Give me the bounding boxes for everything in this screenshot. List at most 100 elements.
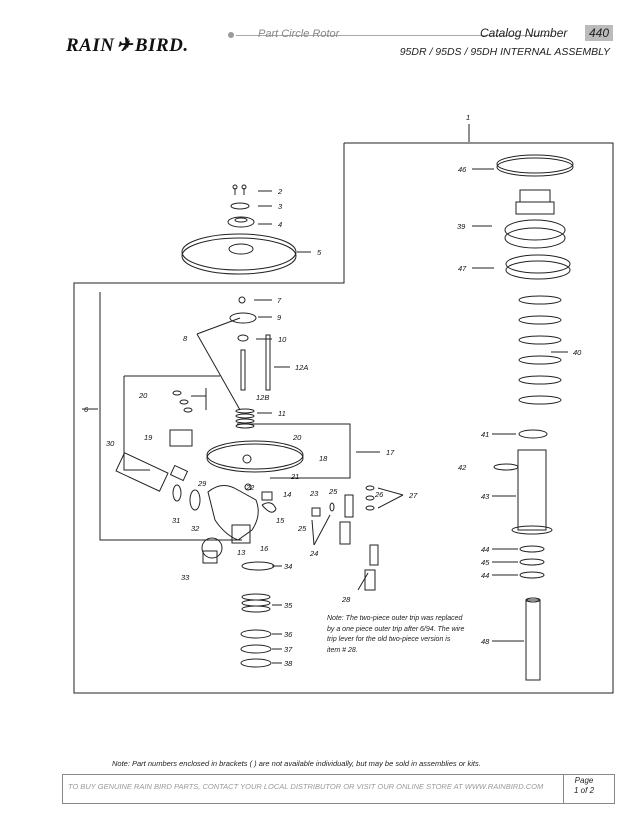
page-value: 1 of 2	[574, 786, 595, 795]
label-7: 7	[277, 296, 282, 305]
bird-icon: ✈	[116, 35, 133, 56]
label-30: 30	[106, 439, 115, 448]
footer-box	[62, 774, 615, 804]
part-11-spring	[235, 408, 255, 429]
label-12a: 12A	[295, 363, 308, 372]
label-18: 18	[319, 454, 328, 463]
label-28: 28	[341, 595, 351, 604]
label-33: 33	[181, 573, 190, 582]
part-29	[169, 464, 189, 482]
part-23	[311, 507, 321, 517]
footer-store-link-text[interactable]: TO BUY GENUINE RAIN BIRD PARTS, CONTACT …	[68, 782, 544, 791]
label-11: 11	[278, 409, 286, 418]
frame-item-17	[123, 376, 150, 471]
label-24: 24	[309, 549, 318, 558]
part-32	[189, 489, 201, 511]
page-label: Page	[574, 776, 594, 785]
part-3	[230, 202, 250, 210]
label-25a: 25	[328, 487, 338, 496]
part-48-stem	[525, 599, 541, 681]
part-41	[518, 429, 548, 439]
part-19	[169, 429, 193, 447]
rain-bird-logo: RAIN✈BIRD.	[66, 34, 189, 57]
part-40-spring	[518, 295, 562, 405]
label-31: 31	[172, 516, 180, 525]
part-35-spring	[241, 593, 271, 613]
label-10: 10	[278, 335, 287, 344]
label-39: 39	[457, 222, 466, 231]
part-30-nozzle	[115, 452, 169, 492]
part-33-filter	[201, 537, 223, 559]
part-26-trip	[339, 494, 354, 545]
logo-right-text: BIRD.	[134, 35, 189, 56]
part-10	[237, 334, 249, 342]
label-17: 17	[386, 448, 395, 457]
label-46: 46	[458, 165, 467, 174]
label-27: 27	[408, 491, 418, 500]
label-47: 47	[458, 264, 467, 273]
label-45: 45	[481, 558, 490, 567]
product-type: Part Circle Rotor	[258, 28, 340, 40]
label-40: 40	[573, 348, 582, 357]
label-8: 8	[183, 334, 188, 343]
page-indicator: Page 1 of 2	[574, 776, 594, 796]
label-38: 38	[284, 659, 293, 668]
part-12b-rod	[240, 349, 246, 391]
label-6: 6	[84, 405, 89, 414]
footer-divider	[563, 774, 564, 804]
part-38	[240, 658, 272, 668]
label-14: 14	[283, 490, 291, 499]
label-23: 23	[309, 489, 319, 498]
label-2: 2	[277, 187, 283, 196]
label-41: 41	[481, 430, 489, 439]
part-25a	[329, 502, 335, 512]
label-34: 34	[284, 562, 292, 571]
part-36	[240, 629, 272, 639]
label-44b: 44	[481, 571, 489, 580]
label-1: 1	[466, 113, 470, 122]
part-44a	[519, 545, 545, 553]
label-32: 32	[191, 524, 200, 533]
part-45	[519, 558, 545, 566]
label-3: 3	[278, 202, 283, 211]
part-42	[493, 463, 519, 471]
part-31	[172, 484, 182, 502]
part-34	[241, 561, 275, 571]
part-28-lever	[369, 544, 379, 566]
label-22: 22	[245, 483, 255, 492]
part-15	[261, 502, 277, 513]
part-18-plate	[206, 443, 304, 473]
part-43-tube	[517, 449, 547, 531]
label-21: 21	[290, 472, 299, 481]
assembly-title: 95DR / 95DS / 95DH INTERNAL ASSEMBLY	[399, 46, 610, 58]
frame-item-1	[73, 142, 614, 694]
part-44b	[519, 571, 545, 579]
label-26: 26	[374, 490, 384, 499]
part-4	[227, 216, 255, 228]
label-25b: 25	[297, 524, 307, 533]
revision-note: Note: The two-piece outer trip was repla…	[327, 615, 465, 654]
label-16: 16	[260, 544, 269, 553]
label-5: 5	[317, 248, 322, 257]
label-29: 29	[197, 479, 207, 488]
catalog-label: Catalog Number	[480, 26, 568, 40]
header-dot	[228, 32, 234, 38]
label-44a: 44	[481, 545, 489, 554]
part-22	[244, 483, 252, 491]
part-47	[505, 254, 571, 274]
label-19: 19	[144, 433, 153, 442]
part-39	[504, 189, 566, 249]
label-13: 13	[237, 548, 246, 557]
label-12b: 12B	[256, 393, 269, 402]
part-5-cover	[181, 233, 297, 271]
label-42: 42	[458, 463, 467, 472]
logo-left-text: RAIN	[66, 35, 115, 56]
part-37	[240, 644, 272, 654]
bracket-footnote: Note: Part numbers enclosed in brackets …	[112, 759, 481, 768]
part-13-body	[207, 485, 259, 541]
part-2-screws	[232, 184, 247, 195]
part-27-rings	[365, 485, 375, 511]
label-36: 36	[284, 630, 293, 639]
part-14	[261, 491, 273, 501]
label-9: 9	[277, 313, 282, 322]
